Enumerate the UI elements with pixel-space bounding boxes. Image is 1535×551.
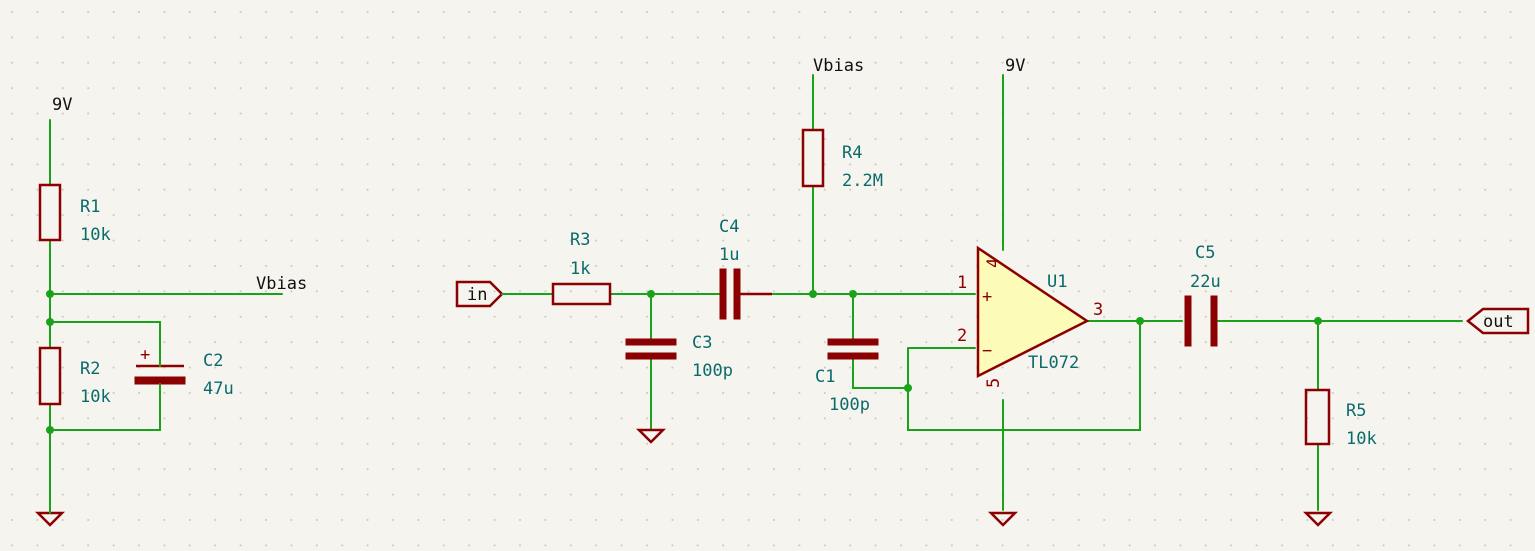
resistor-r3[interactable] [551,282,612,306]
c3-value: 100p [692,361,733,381]
r5-value: 10k [1346,429,1377,449]
pin-number-2: 2 [957,326,967,346]
u1-ref: U1 [1047,272,1067,292]
r5-ref: R5 [1346,401,1366,421]
c2-value: 47u [203,379,234,399]
opamp-u1[interactable] [976,245,1090,379]
ground-symbol [635,428,667,444]
r4-value: 2.2M [842,171,883,191]
power-9v-left: 9V [52,95,72,115]
power-9v-top: 9V [1005,56,1025,76]
u1-value: TL072 [1028,353,1079,373]
output-port[interactable] [1465,307,1530,335]
junction-dot [849,290,857,298]
resistor-r2[interactable] [38,346,62,406]
c5-plate-right [1210,295,1218,347]
opamp-stage [904,74,1530,527]
c4-plate-right [733,268,741,320]
c1-plate-top [827,338,879,346]
net-label-vbias: Vbias [256,274,307,294]
pin-number-5: 5 [984,378,1004,388]
opamp-wires [907,74,1463,511]
power-vbias-top: Vbias [813,56,864,76]
r4-ref: R4 [842,143,862,163]
c4-value: 1u [719,245,739,265]
junction-dot [46,318,54,326]
r1-ref: R1 [80,197,100,217]
c5-value: 22u [1190,272,1221,292]
c3-ref: C3 [692,333,712,353]
r3-value: 1k [570,259,590,279]
pin-number-1: 1 [957,273,967,293]
c2-polarity-mark: + [140,345,150,365]
c3-plate-top [625,338,677,346]
c2-plate-negative [134,376,186,385]
c4-plate-left [719,268,727,320]
junction-dot [809,290,817,298]
input-stage [455,74,976,444]
junction-dot [1136,317,1144,325]
input-port-label: in [467,285,487,305]
junction-dot [647,290,655,298]
c3-plate-bottom [625,352,677,360]
c1-plate-bottom [827,352,879,360]
resistor-r5[interactable] [1304,388,1331,446]
r2-value: 10k [80,387,111,407]
c5-plate-left [1184,295,1192,347]
u1-plus-mark: + [982,287,992,307]
output-port-label: out [1483,312,1514,332]
r3-ref: R3 [570,230,590,250]
pin-number-4: 4 [984,258,1004,268]
resistor-r4[interactable] [801,128,825,188]
junction-dot [46,290,54,298]
resistor-r1[interactable] [38,183,62,242]
c4-ref: C4 [719,217,739,237]
bias-network [34,119,283,527]
c1-value: 100p [829,395,870,415]
r2-ref: R2 [80,359,100,379]
ground-symbol [1302,511,1334,527]
u1-minus-mark: − [982,341,992,361]
c5-ref: C5 [1195,243,1215,263]
ground-symbol [987,511,1019,527]
r1-value: 10k [80,225,111,245]
c2-ref: C2 [203,351,223,371]
input-port[interactable] [455,280,504,308]
labels: 9V Vbias Vbias 9V R1 10k R2 10k + C2 47u… [52,56,1514,449]
junction-dot [904,384,912,392]
pin-number-3: 3 [1093,300,1103,320]
c1-ref: C1 [815,367,835,387]
junction-dot [46,426,54,434]
junction-dot [1314,317,1322,325]
